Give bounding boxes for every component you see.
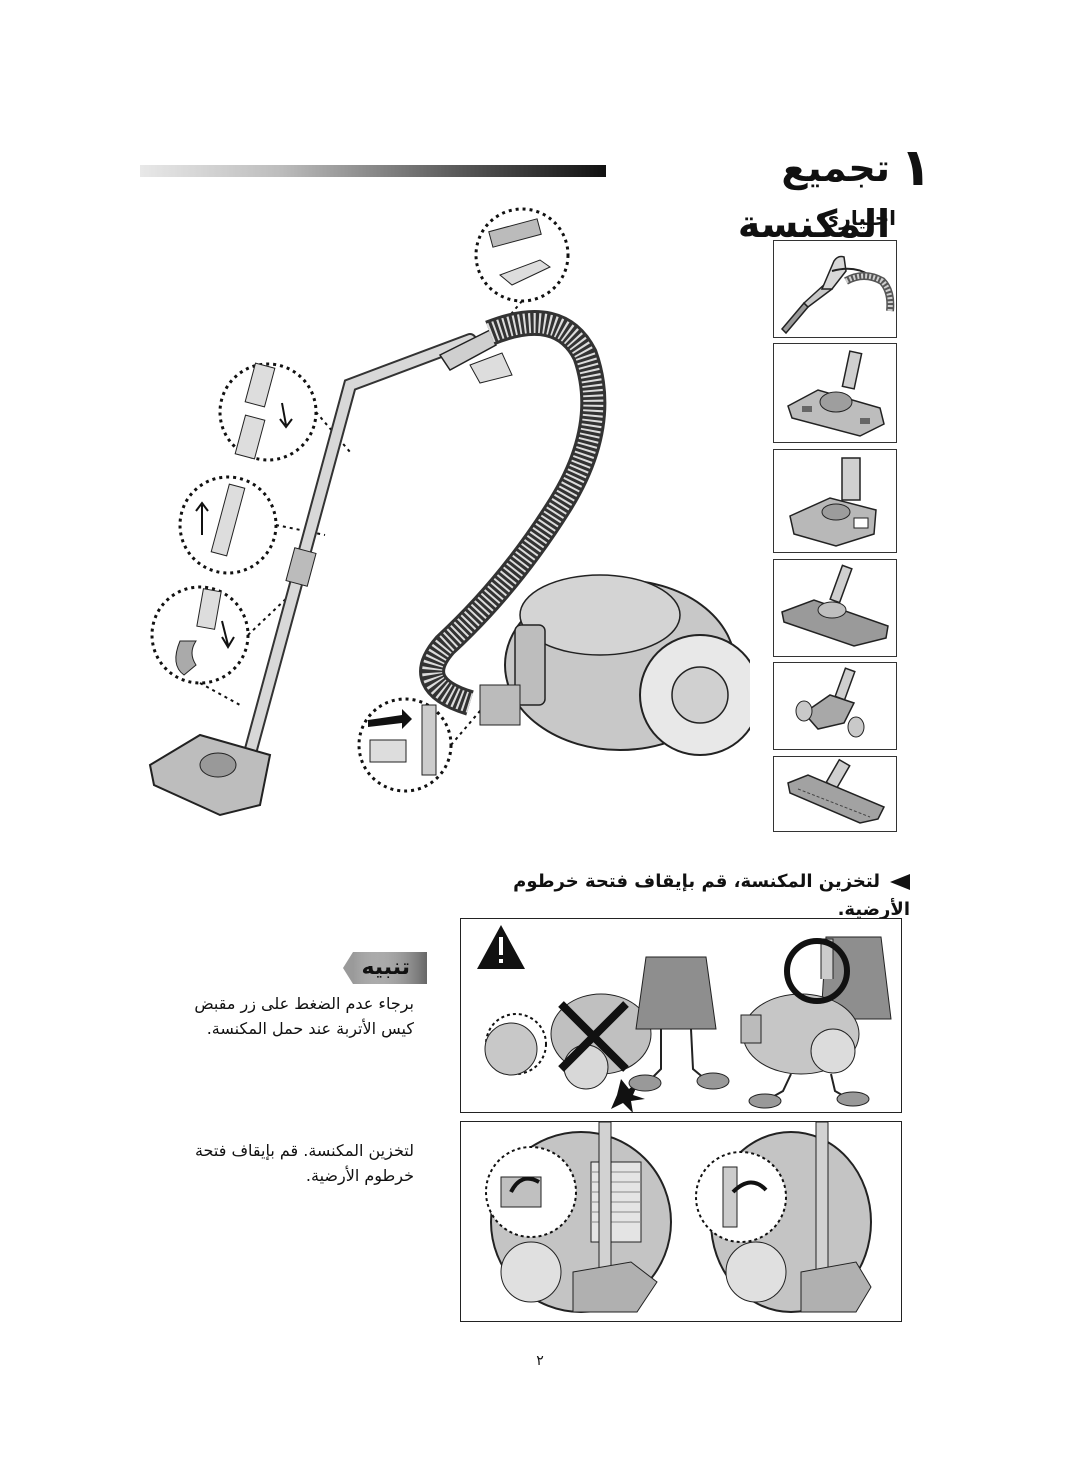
storage-instruction-text: لتخزين المكنسة، قم بإيقاف فتحة خرطوم الأ… (513, 871, 910, 920)
note-banner (343, 952, 427, 984)
parquet-brush-icon (773, 559, 897, 657)
storage-text-line-2: خرطوم الأرضية. (305, 1166, 414, 1185)
carrying-warning-figure (460, 918, 902, 1113)
storage-text-line-1: لتخزين المكنسة. قم بإيقاف فتحة (194, 1141, 414, 1160)
storage-instruction: لتخزين المكنسة، قم بإيقاف فتحة خرطوم الأ… (440, 868, 910, 924)
storage-position-figure (460, 1121, 902, 1322)
optional-label: اختياري (821, 206, 896, 230)
section-title: تجميع المكنسة (737, 146, 890, 246)
section-number: ١ (900, 138, 932, 198)
note-text-line-2: كيس الأتربة عند حمل المكنسة. (206, 1019, 414, 1038)
note-text-line-1: برجاء عدم الضغط على زر مقبض (194, 994, 414, 1013)
hose-handle-icon (773, 240, 897, 338)
arrow-left-icon (890, 874, 910, 890)
turbo-brush-icon (773, 449, 897, 553)
title-gradient-bar (140, 165, 606, 177)
mini-turbo-brush-icon (773, 662, 897, 750)
vacuum-assembly-illustration (148, 207, 750, 817)
floor-brush-icon (773, 343, 897, 443)
wide-floor-nozzle-icon (773, 756, 897, 832)
note-label: تنبيه (361, 955, 410, 980)
page-number: ٢ (536, 1353, 544, 1369)
